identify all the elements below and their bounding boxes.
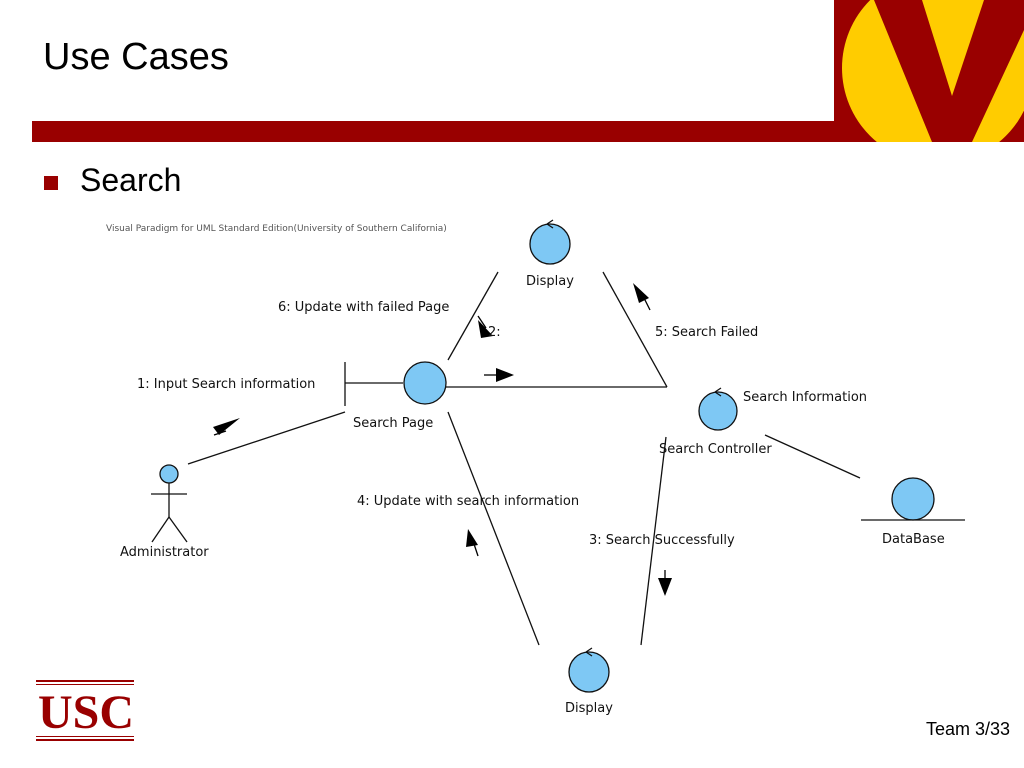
slide-title: Use Cases <box>43 36 229 78</box>
search-controller-label: Search Controller <box>659 442 772 457</box>
search-page-label: Search Page <box>353 416 433 431</box>
arrow-message-2 <box>478 320 493 338</box>
logo-v-shape <box>874 0 1024 142</box>
diagram-watermark: Visual Paradigm for UML Standard Edition… <box>106 224 447 234</box>
link-controller-display-bottom <box>640 436 667 646</box>
display-top-label: Display <box>526 274 574 289</box>
message-2-label: 2: <box>488 325 501 340</box>
bullet-text: Search <box>80 162 182 198</box>
arrow-message-1 <box>213 418 240 435</box>
link-display-top-controller <box>602 271 668 388</box>
page-number: Team 3/33 <box>925 719 1010 739</box>
link-searchpage-display-top <box>447 271 499 361</box>
arrow-message-3 <box>658 578 672 596</box>
database-entity-icon <box>861 477 965 521</box>
link-admin-searchpage <box>187 411 346 465</box>
display-bottom-control-icon <box>568 647 610 693</box>
arrow-message-searchpage <box>496 368 514 382</box>
link-searchpage-display-bottom <box>447 411 540 646</box>
display-bottom-label: Display <box>565 701 613 716</box>
usc-logo: USC <box>36 680 134 741</box>
search-page-boundary-icon <box>344 361 447 406</box>
message-6-label: 6: Update with failed Page <box>278 300 449 315</box>
usc-logo-text: USC <box>38 686 134 739</box>
display-top-control-icon <box>529 219 571 265</box>
database-label: DataBase <box>882 532 945 547</box>
message-5-label: 5: Search Failed <box>655 325 758 340</box>
link-controller-database <box>764 434 861 479</box>
search-information-label: Search Information <box>743 390 867 405</box>
administrator-actor-icon <box>151 464 188 543</box>
search-controller-control-icon <box>698 387 738 431</box>
actor-label: Administrator <box>120 545 209 560</box>
message-3-label: 3: Search Successfully <box>589 533 735 548</box>
university-logo <box>834 0 1024 142</box>
title-bar <box>32 121 834 142</box>
message-4-label: 4: Update with search information <box>357 494 579 509</box>
message-1-label: 1: Input Search information <box>137 377 315 392</box>
bullet-icon <box>44 176 58 190</box>
